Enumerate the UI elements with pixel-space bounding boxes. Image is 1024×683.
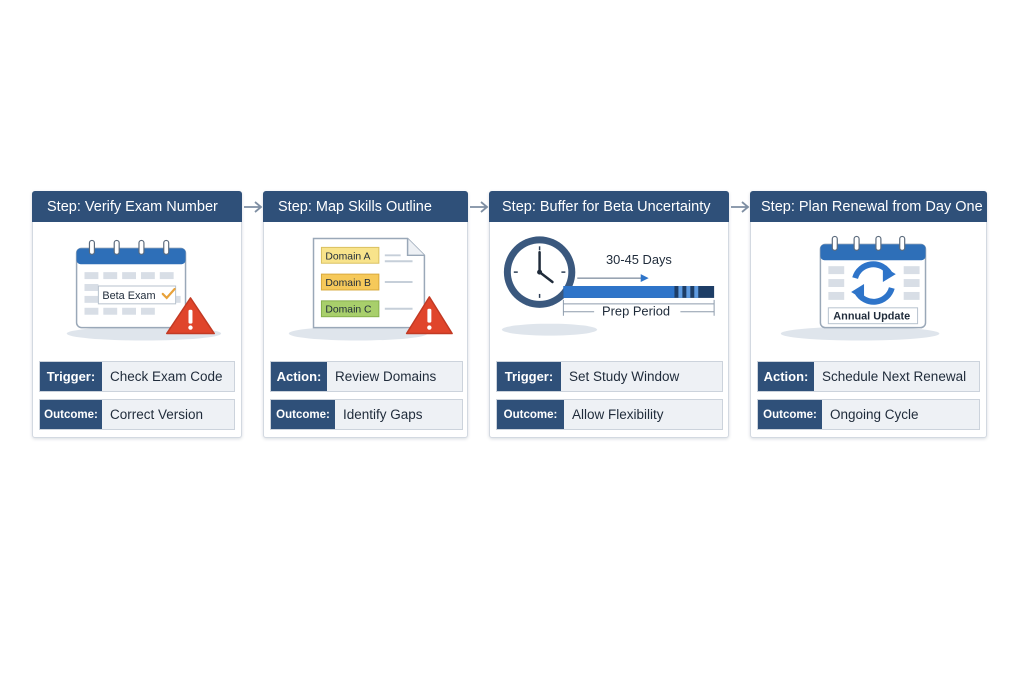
outcome-value: Identify Gaps (343, 407, 423, 422)
outcome-row: Outcome: Correct Version (39, 399, 235, 430)
outcome-row: Outcome: Allow Flexibility (496, 399, 723, 430)
action-value: Review Domains (335, 369, 437, 384)
step-title: Step: Verify Exam Number (32, 191, 242, 222)
outcome-label: Outcome: (271, 400, 335, 429)
flow-arrow-icon (730, 200, 752, 214)
outcome-value: Ongoing Cycle (830, 407, 919, 422)
outcome-value: Allow Flexibility (572, 407, 664, 422)
action-row: Action: Review Domains (270, 361, 463, 392)
outcome-label: Outcome: (40, 400, 102, 429)
step-card-plan-renewal: Step: Plan Renewal from Day One Annual (750, 191, 987, 438)
action-value: Schedule Next Renewal (822, 369, 967, 384)
domain-a-label: Domain A (325, 251, 370, 262)
domain-b-label: Domain B (325, 278, 371, 289)
step-card-verify-exam: Step: Verify Exam Number Beta E (32, 191, 242, 438)
calendar-label: Annual Update (833, 311, 910, 323)
step-title: Step: Plan Renewal from Day One (750, 191, 987, 222)
trigger-row: Trigger: Set Study Window (496, 361, 723, 392)
clock-timeline-icon: 30-45 Days Prep Period (490, 224, 728, 349)
trigger-row: Trigger: Check Exam Code (39, 361, 235, 392)
trigger-value: Check Exam Code (110, 369, 223, 384)
step-card-map-skills: Step: Map Skills Outline Domain A Domain… (263, 191, 468, 438)
calendar-warning-icon: Beta Exam (33, 224, 241, 349)
flow-arrow-icon (469, 200, 491, 214)
action-label: Action: (758, 362, 814, 391)
document-warning-icon: Domain A Domain B Domain C (264, 224, 467, 349)
calendar-refresh-icon: Annual Update (751, 224, 986, 349)
calendar-label: Beta Exam (102, 290, 155, 302)
step-title: Step: Map Skills Outline (263, 191, 468, 222)
domain-c-label: Domain C (325, 305, 372, 316)
outcome-row: Outcome: Identify Gaps (270, 399, 463, 430)
trigger-label: Trigger: (497, 362, 561, 391)
action-row: Action: Schedule Next Renewal (757, 361, 980, 392)
step-title: Step: Buffer for Beta Uncertainty (489, 191, 729, 222)
outcome-row: Outcome: Ongoing Cycle (757, 399, 980, 430)
outcome-label: Outcome: (497, 400, 564, 429)
step-card-buffer-beta: Step: Buffer for Beta Uncertainty 30-45 … (489, 191, 729, 438)
outcome-value: Correct Version (110, 407, 204, 422)
action-label: Action: (271, 362, 327, 391)
range-label: 30-45 Days (606, 252, 672, 267)
period-label: Prep Period (602, 304, 670, 319)
outcome-label: Outcome: (758, 400, 822, 429)
flow-arrow-icon (243, 200, 265, 214)
trigger-label: Trigger: (40, 362, 102, 391)
trigger-value: Set Study Window (569, 369, 680, 384)
